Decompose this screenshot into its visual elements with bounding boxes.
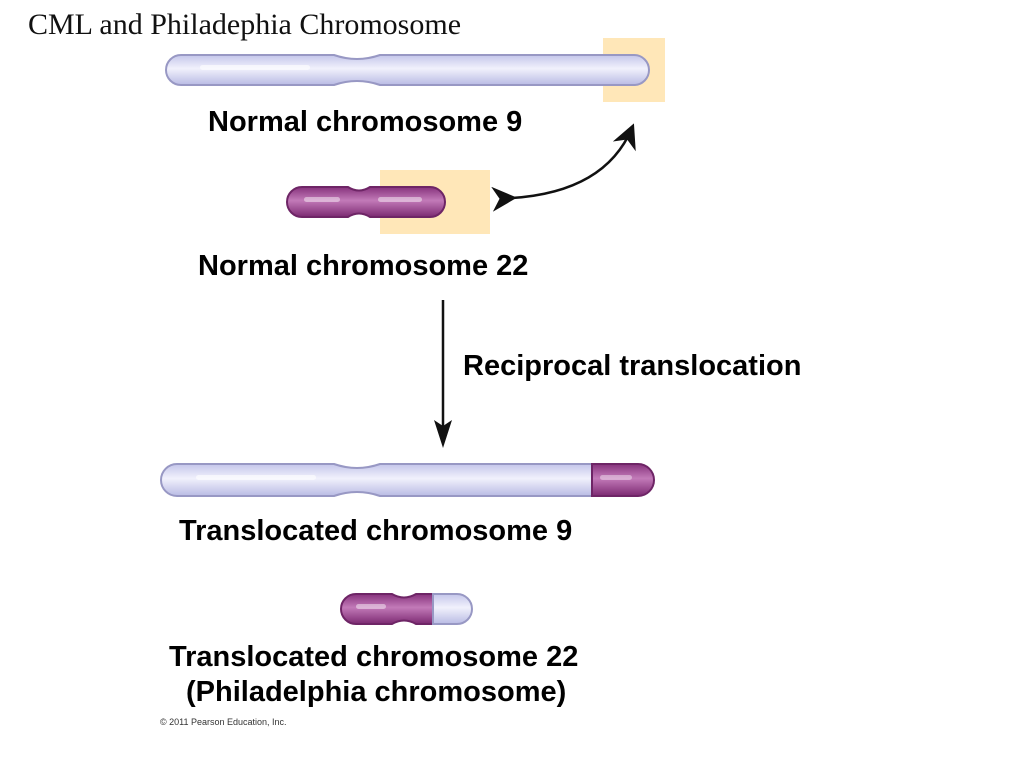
label-normal-chr9: Normal chromosome 9 — [208, 106, 523, 138]
swap-arrow — [491, 123, 636, 212]
translocated-chromosome-9 — [160, 463, 655, 497]
label-translocated-chr9: Translocated chromosome 9 — [179, 515, 573, 547]
translocated-chromosome-22 — [340, 593, 473, 625]
label-reciprocal-translocation: Reciprocal translocation — [463, 350, 802, 382]
slide-title: CML and Philadephia Chromosome — [28, 8, 462, 41]
label-normal-chr22: Normal chromosome 22 — [198, 250, 529, 282]
label-philadelphia: (Philadelphia chromosome) — [186, 676, 567, 708]
normal-chromosome-22 — [286, 186, 446, 218]
copyright-notice: © 2011 Pearson Education, Inc. — [160, 717, 287, 727]
normal-chromosome-9 — [165, 54, 650, 86]
label-translocated-chr22: Translocated chromosome 22 — [169, 641, 579, 673]
down-arrow — [434, 300, 452, 448]
